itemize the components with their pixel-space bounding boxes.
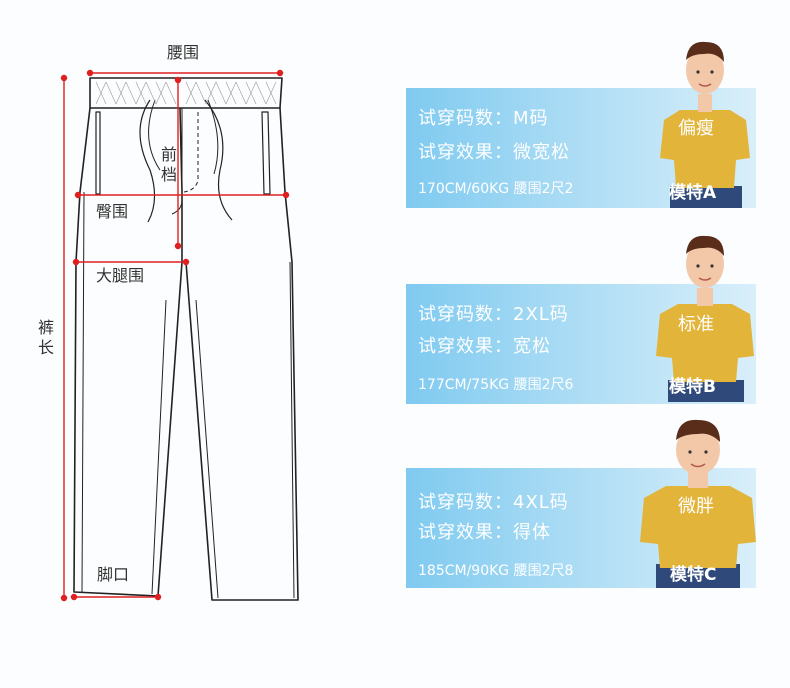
model-c-figure bbox=[640, 419, 756, 588]
measure-lines bbox=[60, 69, 290, 602]
model-card-c: 试穿码数：4XL码 试穿效果：得体 185CM/90KG 腰围2尺8 微胖 模特… bbox=[406, 419, 756, 588]
hip-label: 臀围 bbox=[96, 202, 129, 221]
effect-text: 试穿效果：微宽松 bbox=[418, 142, 570, 163]
model-a-figure bbox=[660, 41, 750, 208]
body-type-label: 偏瘦 bbox=[678, 118, 714, 139]
stats-text: 170CM/60KG 腰围2尺2 bbox=[418, 181, 574, 197]
model-card-a: 试穿码数：M码 试穿效果：微宽松 170CM/60KG 腰围2尺2 偏瘦 模特A bbox=[406, 41, 756, 208]
stats-text: 177CM/75KG 腰围2尺6 bbox=[418, 377, 574, 393]
pants-outline bbox=[73, 77, 299, 601]
model-card-b: 试穿码数：2XL码 试穿效果：宽松 177CM/75KG 腰围2尺6 标准 模特… bbox=[406, 235, 756, 404]
waistband-texture bbox=[95, 81, 277, 105]
body-type-label: 微胖 bbox=[678, 496, 714, 517]
size-text: 试穿码数：4XL码 bbox=[418, 492, 569, 513]
model-tag: 模特B bbox=[669, 377, 716, 397]
waist-label: 腰围 bbox=[167, 43, 200, 62]
effect-text: 试穿效果：宽松 bbox=[418, 336, 551, 357]
size-text: 试穿码数：2XL码 bbox=[418, 304, 569, 325]
thigh-label: 大腿围 bbox=[96, 266, 145, 285]
model-tag: 模特C bbox=[670, 565, 717, 585]
pants-diagram bbox=[60, 69, 299, 602]
model-b-figure bbox=[656, 235, 754, 402]
size-text: 试穿码数：M码 bbox=[418, 108, 549, 129]
body-type-label: 标准 bbox=[678, 314, 714, 335]
hem-label: 脚口 bbox=[97, 565, 130, 584]
front-rise-label: 前档 bbox=[160, 145, 177, 184]
length-label: 裤长 bbox=[37, 318, 54, 357]
effect-text: 试穿效果：得体 bbox=[418, 522, 551, 543]
stats-text: 185CM/90KG 腰围2尺8 bbox=[418, 563, 574, 579]
model-tag: 模特A bbox=[669, 183, 717, 203]
